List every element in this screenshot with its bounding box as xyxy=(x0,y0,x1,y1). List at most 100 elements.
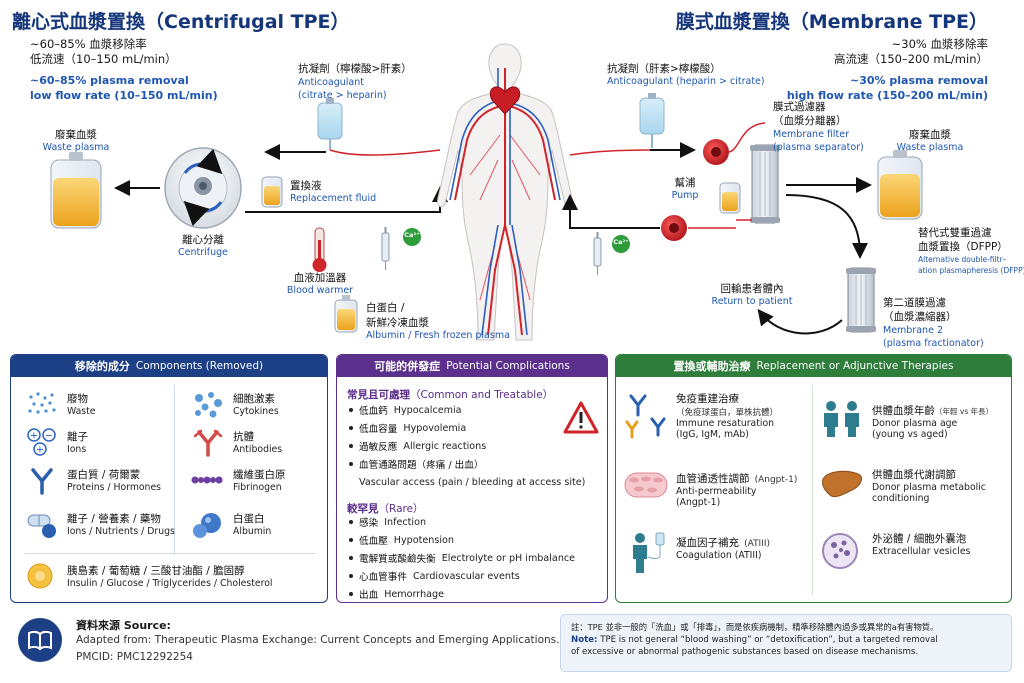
therapies-header-zh: 置換或輔助治療 xyxy=(673,360,751,373)
anticoagulant-right-en: Anticoagulant (heparin > citrate) xyxy=(607,76,765,87)
common-heading-en: （Common and Treatable） xyxy=(410,389,554,401)
membrane-filter-en-2: (plasma separator) xyxy=(773,142,864,153)
blood-warmer-label: 血液加溫器 Blood warmer xyxy=(275,270,365,296)
waste-plasma-left-en: Waste plasma xyxy=(42,142,110,153)
component-ions-zh: 離子 xyxy=(67,431,88,443)
fibrinogen-chain-icon xyxy=(191,465,225,495)
syringe-icon-left xyxy=(381,227,390,270)
components-row-divider xyxy=(25,553,315,554)
component-antibodies-zh: 抗體 xyxy=(233,431,254,443)
calcium-label-left: Ca²⁺ xyxy=(404,231,420,239)
membrane-2-zh-1: 第二道膜過濾 xyxy=(883,297,946,309)
pump-label: 幫浦 Pump xyxy=(655,175,715,201)
membrane-2-label: 第二道膜過濾 （血漿濃縮器） Membrane 2 (plasma fracti… xyxy=(883,296,984,350)
warning-icon xyxy=(563,401,599,434)
replacement-fluid-bag xyxy=(261,176,283,208)
therapy-permeability-zh: 血管通透性調節 xyxy=(676,473,750,485)
calcium-icon-left xyxy=(403,228,421,246)
waste-plasma-right-en: Waste plasma xyxy=(896,142,964,153)
ions-plus-minus-icon: +−+ xyxy=(25,427,59,457)
centrifugal-title: 離心式血漿置換（Centrifugal TPE） xyxy=(12,11,350,33)
complication-hypocalcemia-zh: 低血鈣 xyxy=(359,406,388,417)
complication-infection-en: Infection xyxy=(384,516,427,528)
common-complications-heading: 常見且可處理（Common and Treatable） xyxy=(347,383,553,402)
waste-plasma-bag-left xyxy=(50,152,102,229)
therapy-metabolic-zh: 供體血漿代謝調節 xyxy=(872,469,956,481)
albumin-zh-1: 白蛋白 / xyxy=(366,302,405,314)
source-label-en: Source: xyxy=(123,619,171,632)
components-header: 移除的成分 Components (Removed) xyxy=(11,355,327,377)
complications-header-zh: 可能的併發症 xyxy=(374,360,441,373)
membrane-2-zh-2: （血漿濃縮器） xyxy=(883,311,957,323)
component-cytokines-zh: 細胞激素 xyxy=(233,393,275,405)
components-header-en: Components (Removed) xyxy=(135,360,264,372)
albumin-zh-2: 新鮮冷凍血漿 xyxy=(366,317,429,329)
component-ions-en: Ions xyxy=(67,444,87,455)
membrane-stat-zh-1: ~30% 血漿移除率 xyxy=(891,37,988,51)
therapy-vesicles-zh: 外泌體 / 細胞外囊泡 xyxy=(872,533,967,545)
pump-zh: 幫浦 xyxy=(674,177,696,189)
therapy-coagulation-en: Coagulation (ATIII) xyxy=(676,550,762,561)
complication-hypovolemia-en: Hypovolemia xyxy=(403,422,467,434)
therapy-permeability: 血管通透性調節 (Angpt-1) Anti-permeability (Ang… xyxy=(624,467,797,508)
centrifugal-stat-zh-1: ~60–85% 血漿移除率 xyxy=(30,37,147,51)
centrifugal-stat-en-1: ~60–85% plasma removal xyxy=(30,74,189,87)
blood-warmer-zh: 血液加溫器 xyxy=(293,272,347,284)
centrifuge-en: Centrifuge xyxy=(177,247,228,258)
membrane-2-en-1: Membrane 2 xyxy=(883,325,943,336)
waste-plasma-left-label: 廢棄血漿 Waste plasma xyxy=(26,127,126,153)
waste-plasma-bag-right xyxy=(877,150,923,220)
complication-allergic-en: Allergic reactions xyxy=(403,440,487,452)
component-proteins-zh: 蛋白質 / 荷爾蒙 xyxy=(67,469,141,481)
note-zh: 註：TPE 並非一般的「洗血」或「排毒」，而是依疾病機制，精準移除體內過多或異常… xyxy=(571,622,939,632)
centrifuge-icon xyxy=(164,147,242,229)
complication-vascular-access-zh: 血管通路問題（疼痛 / 出血） xyxy=(359,460,484,471)
therapy-donor-age-zh-small: （年輕 vs 年長） xyxy=(935,407,994,416)
therapy-donor-age: 供體血漿年齡（年輕 vs 年長） Donor plasma age (young… xyxy=(820,399,993,440)
therapy-donor-age-en: Donor plasma age xyxy=(872,418,958,429)
therapies-divider xyxy=(812,385,813,595)
vessel-wall-icon xyxy=(624,467,668,503)
therapy-coagulation-zh: 凝血因子補充 xyxy=(676,537,739,549)
pump-icon-bottom xyxy=(661,215,687,241)
syringe-icon-right xyxy=(593,232,602,275)
complication-cardiovascular-en: Cardiovascular events xyxy=(412,570,520,582)
blood-warmer-en: Blood warmer xyxy=(286,285,354,296)
note-box: 註：TPE 並非一般的「洗血」或「排毒」，而是依疾病機制，精準移除體內過多或異常… xyxy=(560,614,1012,672)
centrifugal-stats-en: ~60–85% plasma removal low flow rate (10… xyxy=(30,73,218,103)
rare-heading-en: （Rare） xyxy=(378,503,424,515)
therapy-donor-age-zh: 供體血漿年齡 xyxy=(872,405,935,417)
note-en-label: Note: xyxy=(571,635,598,645)
complication-vascular-access: 血管通路問題（疼痛 / 出血） xyxy=(349,455,585,473)
dfpp-en-2: ation plasmapheresis (DFPP) xyxy=(918,266,1024,275)
therapy-coagulation-zh-small: (ATIII) xyxy=(744,539,771,549)
svg-text:+: + xyxy=(36,445,44,456)
pump-icon-top xyxy=(703,139,729,165)
therapy-vesicles: 外泌體 / 細胞外囊泡 Extracellular vesicles xyxy=(820,531,970,571)
component-nutrients-en: Ions / Nutrients / Drugs xyxy=(67,526,175,537)
membrane-filter-zh-2: （血漿分離器） xyxy=(773,115,847,127)
waste-plasma-left-zh: 廢棄血漿 xyxy=(55,129,97,141)
complication-hypotension-en: Hypotension xyxy=(393,534,454,546)
membrane-2-en-2: (plasma fractionator) xyxy=(883,338,984,349)
anticoagulant-iv-bag-left xyxy=(317,98,441,156)
complication-vascular-access-en: Vascular access (pain / bleeding at acce… xyxy=(359,476,586,488)
complication-hemorrhage-en: Hemorrhage xyxy=(384,588,445,600)
complication-hypotension-zh: 低血壓 xyxy=(359,536,388,547)
svg-text:−: − xyxy=(45,431,53,442)
membrane-stats-en: ~30% plasma removal high flow rate (150–… xyxy=(787,73,988,103)
dfpp-zh-1: 替代式雙重過濾 xyxy=(918,227,992,239)
complications-panel: 可能的併發症 Potential Complications 常見且可處理（Co… xyxy=(336,354,608,603)
antibody-icon xyxy=(191,427,225,457)
anticoagulant-iv-bag-right xyxy=(639,93,665,148)
